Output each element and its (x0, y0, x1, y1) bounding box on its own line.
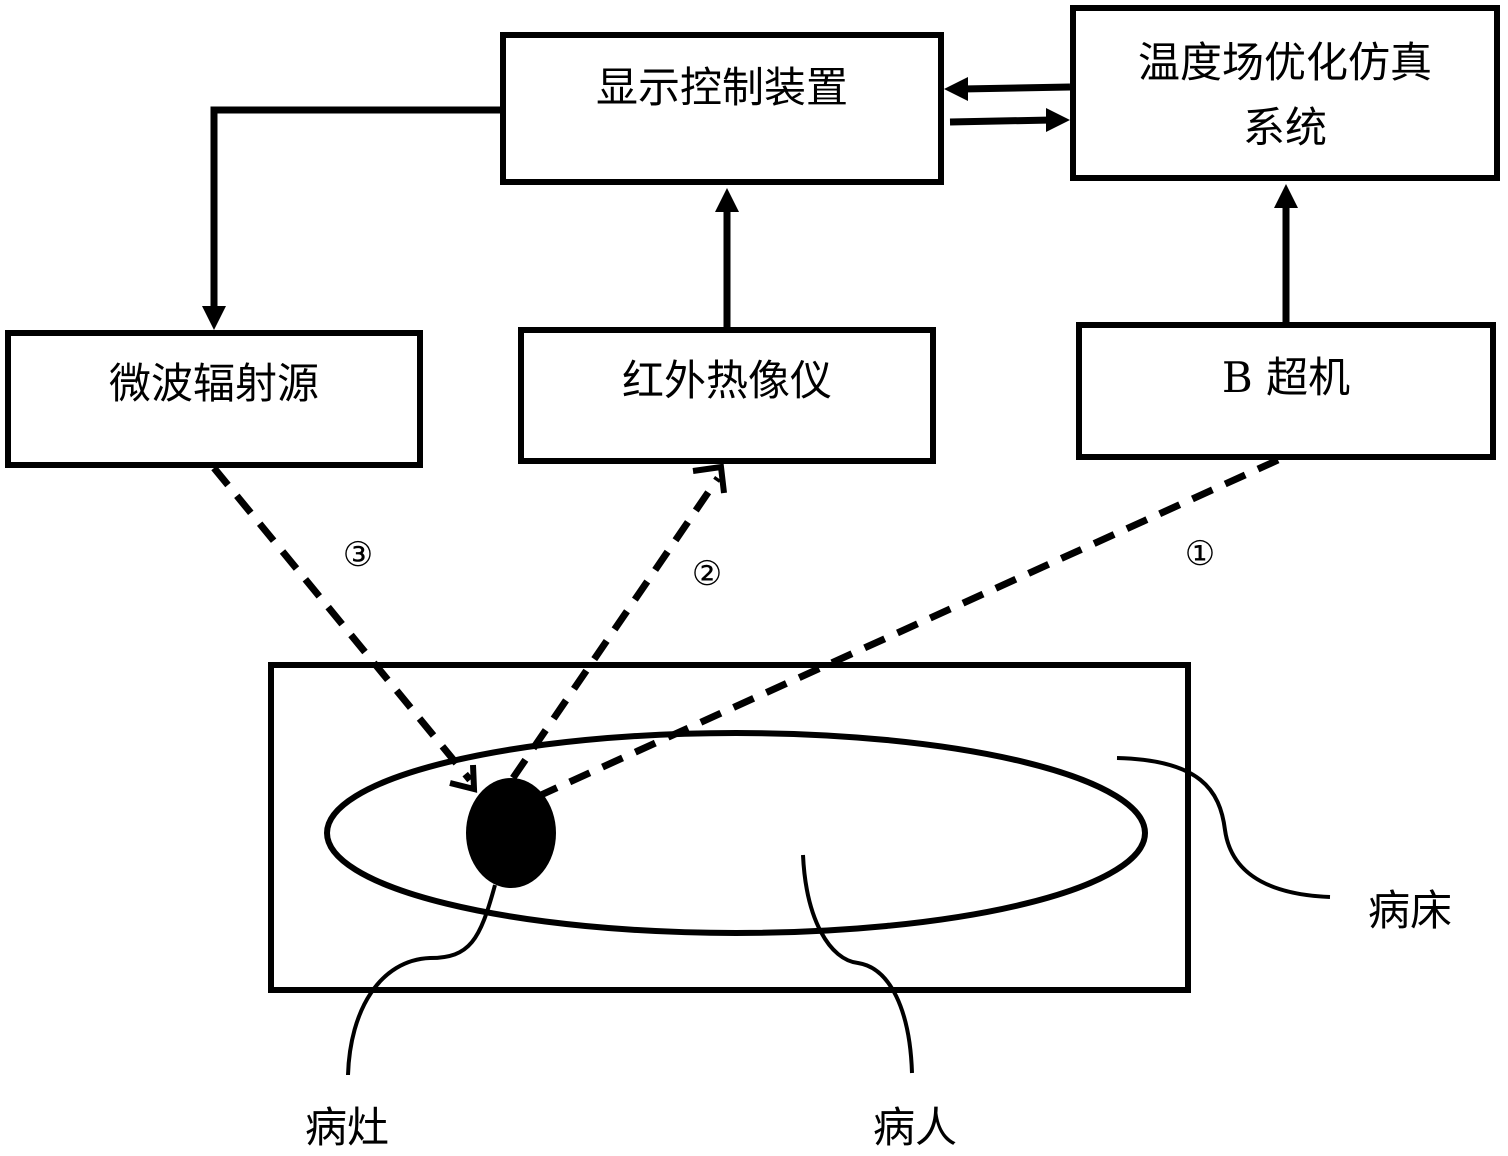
arrowhead-icon (715, 188, 739, 212)
arrowhead-icon (692, 463, 727, 494)
dashed-arrow-step2 (510, 463, 727, 780)
lesion-leader-line (346, 884, 497, 1076)
arrowhead-icon (449, 764, 478, 793)
bed-rect (268, 662, 1191, 993)
arrow-infrared-to-display (715, 188, 739, 327)
temperature-sim-box: 温度场优化仿真 系统 (1070, 5, 1500, 181)
patient-ellipse (324, 730, 1148, 936)
bed-label: 病床 (1368, 886, 1452, 935)
dashed-arrow-step3 (211, 465, 478, 793)
infrared-camera-label: 红外热像仪 (622, 356, 832, 405)
temperature-sim-label-line1: 温度场优化仿真 (1138, 38, 1432, 87)
microwave-source-label: 微波辐射源 (109, 359, 319, 408)
arrowhead-icon (1274, 184, 1298, 208)
arrowhead-icon (944, 77, 968, 101)
step2-marker: ② (692, 554, 722, 594)
step1-marker: ① (1185, 534, 1215, 574)
b-ultrasound-box: B 超机 (1076, 322, 1496, 460)
arrow-display-to-microwave (202, 106, 503, 330)
lesion-label: 病灶 (305, 1103, 389, 1152)
b-ultrasound-label: B 超机 (1222, 353, 1350, 402)
step3-marker: ③ (343, 535, 373, 575)
infrared-camera-box: 红外热像仪 (518, 327, 936, 464)
arrowhead-icon (1046, 108, 1070, 132)
arrow-sim-to-display (944, 77, 1071, 101)
arrowhead-icon (202, 306, 226, 330)
arrow-bultrasound-to-sim (1274, 184, 1298, 322)
temperature-sim-label-line2: 系统 (1243, 103, 1327, 152)
display-control-box: 显示控制装置 (500, 32, 944, 185)
dashed-arrow-step1 (539, 456, 1280, 799)
arrow-display-to-sim (949, 108, 1070, 132)
patient-label: 病人 (873, 1103, 957, 1152)
microwave-source-box: 微波辐射源 (5, 330, 423, 468)
patient-leader-line (801, 854, 914, 1074)
display-control-label: 显示控制装置 (596, 63, 848, 112)
bed-leader-line (1116, 756, 1331, 899)
lesion-blob (466, 778, 556, 888)
